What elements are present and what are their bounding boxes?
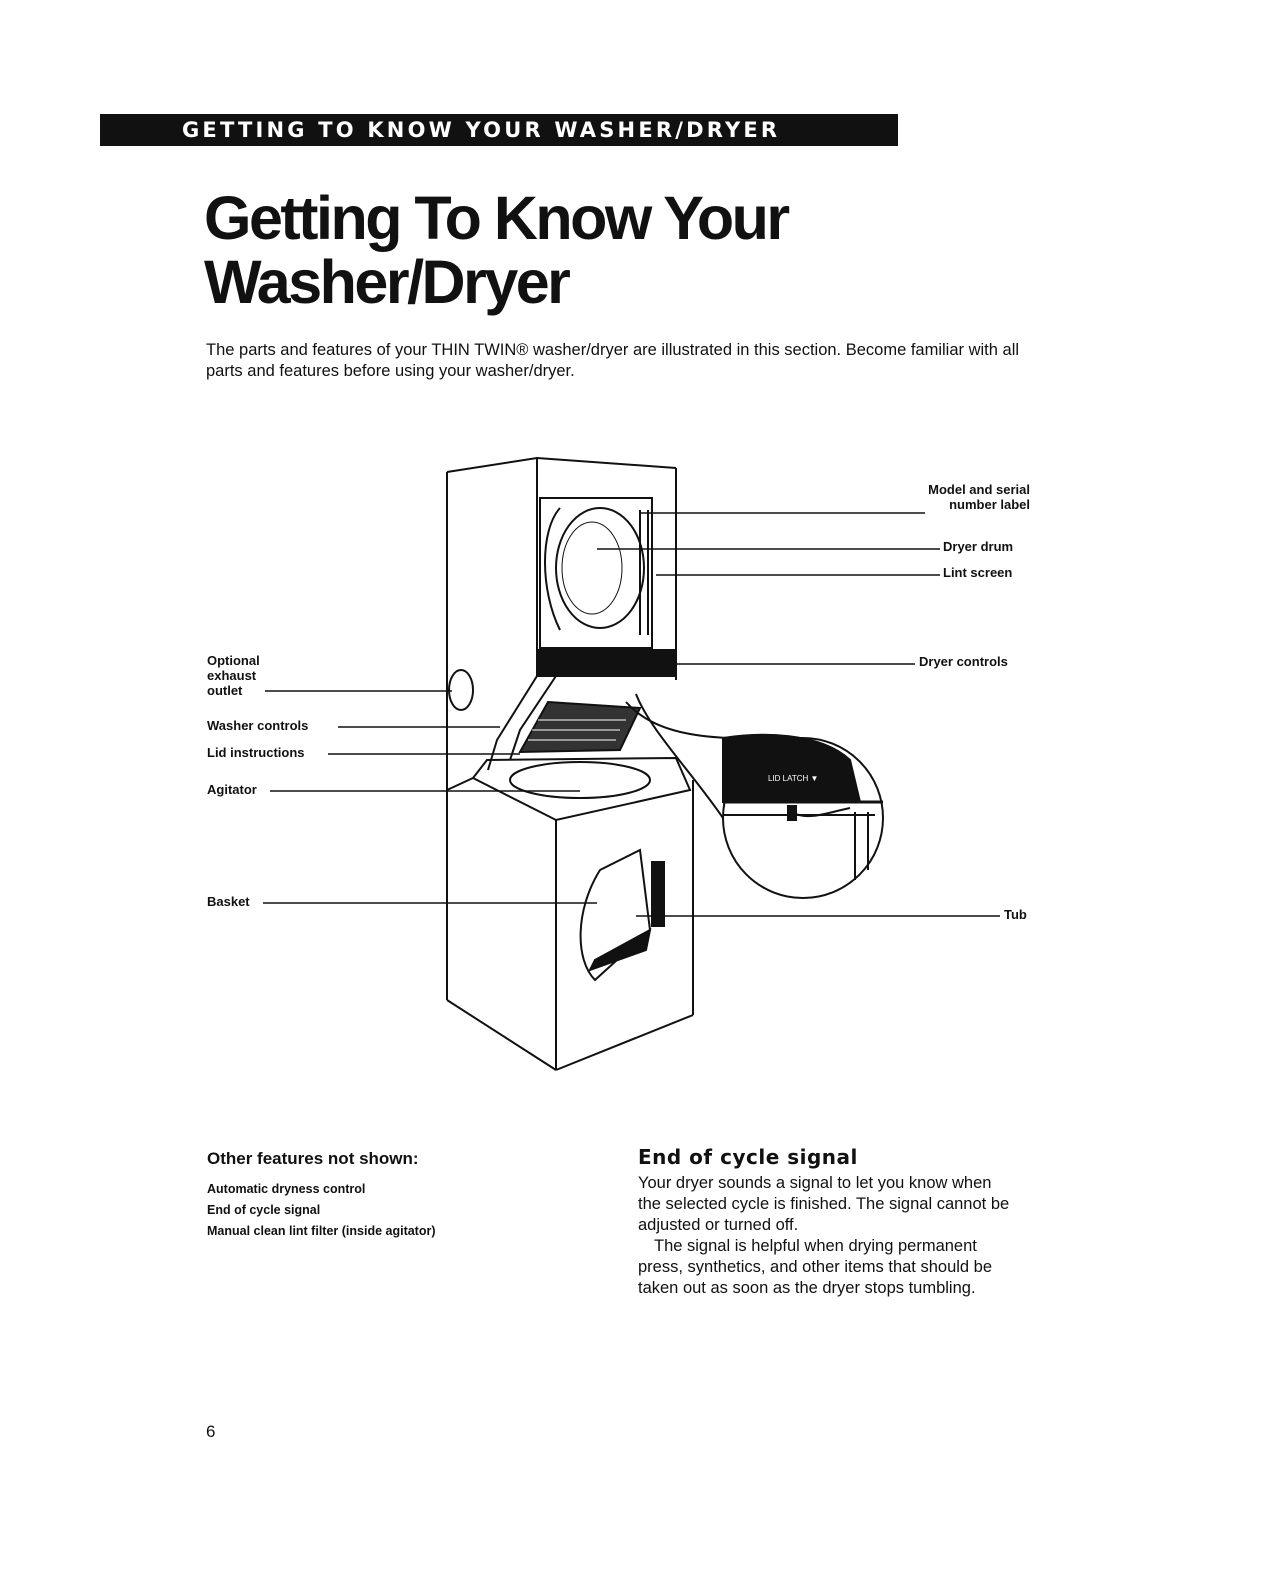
end-of-cycle-paragraph-1: Your dryer sounds a signal to let you kn… bbox=[638, 1174, 1010, 1234]
callout-tub: Tub bbox=[1004, 907, 1027, 922]
callout-model-serial-line-1: Model and serial bbox=[928, 482, 1030, 497]
other-features: Other features not shown: Automatic dryn… bbox=[207, 1149, 436, 1242]
list-item: Automatic dryness control bbox=[207, 1182, 366, 1196]
callout-dryer-drum: Dryer drum bbox=[943, 539, 1014, 554]
end-of-cycle-section: End of cycle signal Your dryer sounds a … bbox=[638, 1145, 1018, 1299]
callout-exhaust-line-2: exhaust bbox=[207, 668, 257, 683]
washer-dryer-illustration: LID LATCH ▼ bbox=[263, 456, 1000, 1071]
page-title: Getting To Know Your Washer/Dryer bbox=[204, 184, 790, 316]
callout-basket: Basket bbox=[207, 894, 250, 909]
list-item: End of cycle signal bbox=[207, 1203, 321, 1217]
callout-lint-screen: Lint screen bbox=[943, 565, 1013, 580]
page-title-line-1: Getting To Know Your bbox=[204, 184, 790, 252]
callout-dryer-controls: Dryer controls bbox=[919, 654, 1008, 669]
callout-exhaust-line-1: Optional bbox=[207, 653, 260, 668]
lid-latch-text: LID LATCH ▼ bbox=[768, 774, 818, 783]
callout-lid-instructions: Lid instructions bbox=[207, 745, 305, 760]
callout-washer-controls: Washer controls bbox=[207, 718, 309, 733]
end-of-cycle-paragraph-2: The signal is helpful when drying perman… bbox=[638, 1237, 993, 1297]
intro-paragraph: The parts and features of your THIN TWIN… bbox=[206, 341, 1020, 380]
end-of-cycle-heading: End of cycle signal bbox=[638, 1145, 858, 1169]
section-banner: GETTING TO KNOW YOUR WASHER/DRYER bbox=[100, 114, 898, 146]
callout-model-serial-line-2: number label bbox=[949, 497, 1030, 512]
page-number: 6 bbox=[206, 1422, 216, 1441]
callout-model-serial: Model and serial number label bbox=[880, 482, 1030, 512]
page-title-line-2: Washer/Dryer bbox=[204, 248, 571, 316]
other-features-heading: Other features not shown: bbox=[207, 1149, 419, 1168]
callout-agitator: Agitator bbox=[207, 782, 257, 797]
washer-dryer-diagram: LID LATCH ▼ Model and serial number labe… bbox=[0, 440, 1261, 1080]
callout-exhaust-outlet: Optional exhaust outlet bbox=[207, 653, 260, 698]
other-features-list: Automatic dryness control End of cycle s… bbox=[207, 1179, 436, 1242]
list-item: Manual clean lint filter (inside agitato… bbox=[207, 1224, 436, 1238]
callout-exhaust-line-3: outlet bbox=[207, 683, 243, 698]
